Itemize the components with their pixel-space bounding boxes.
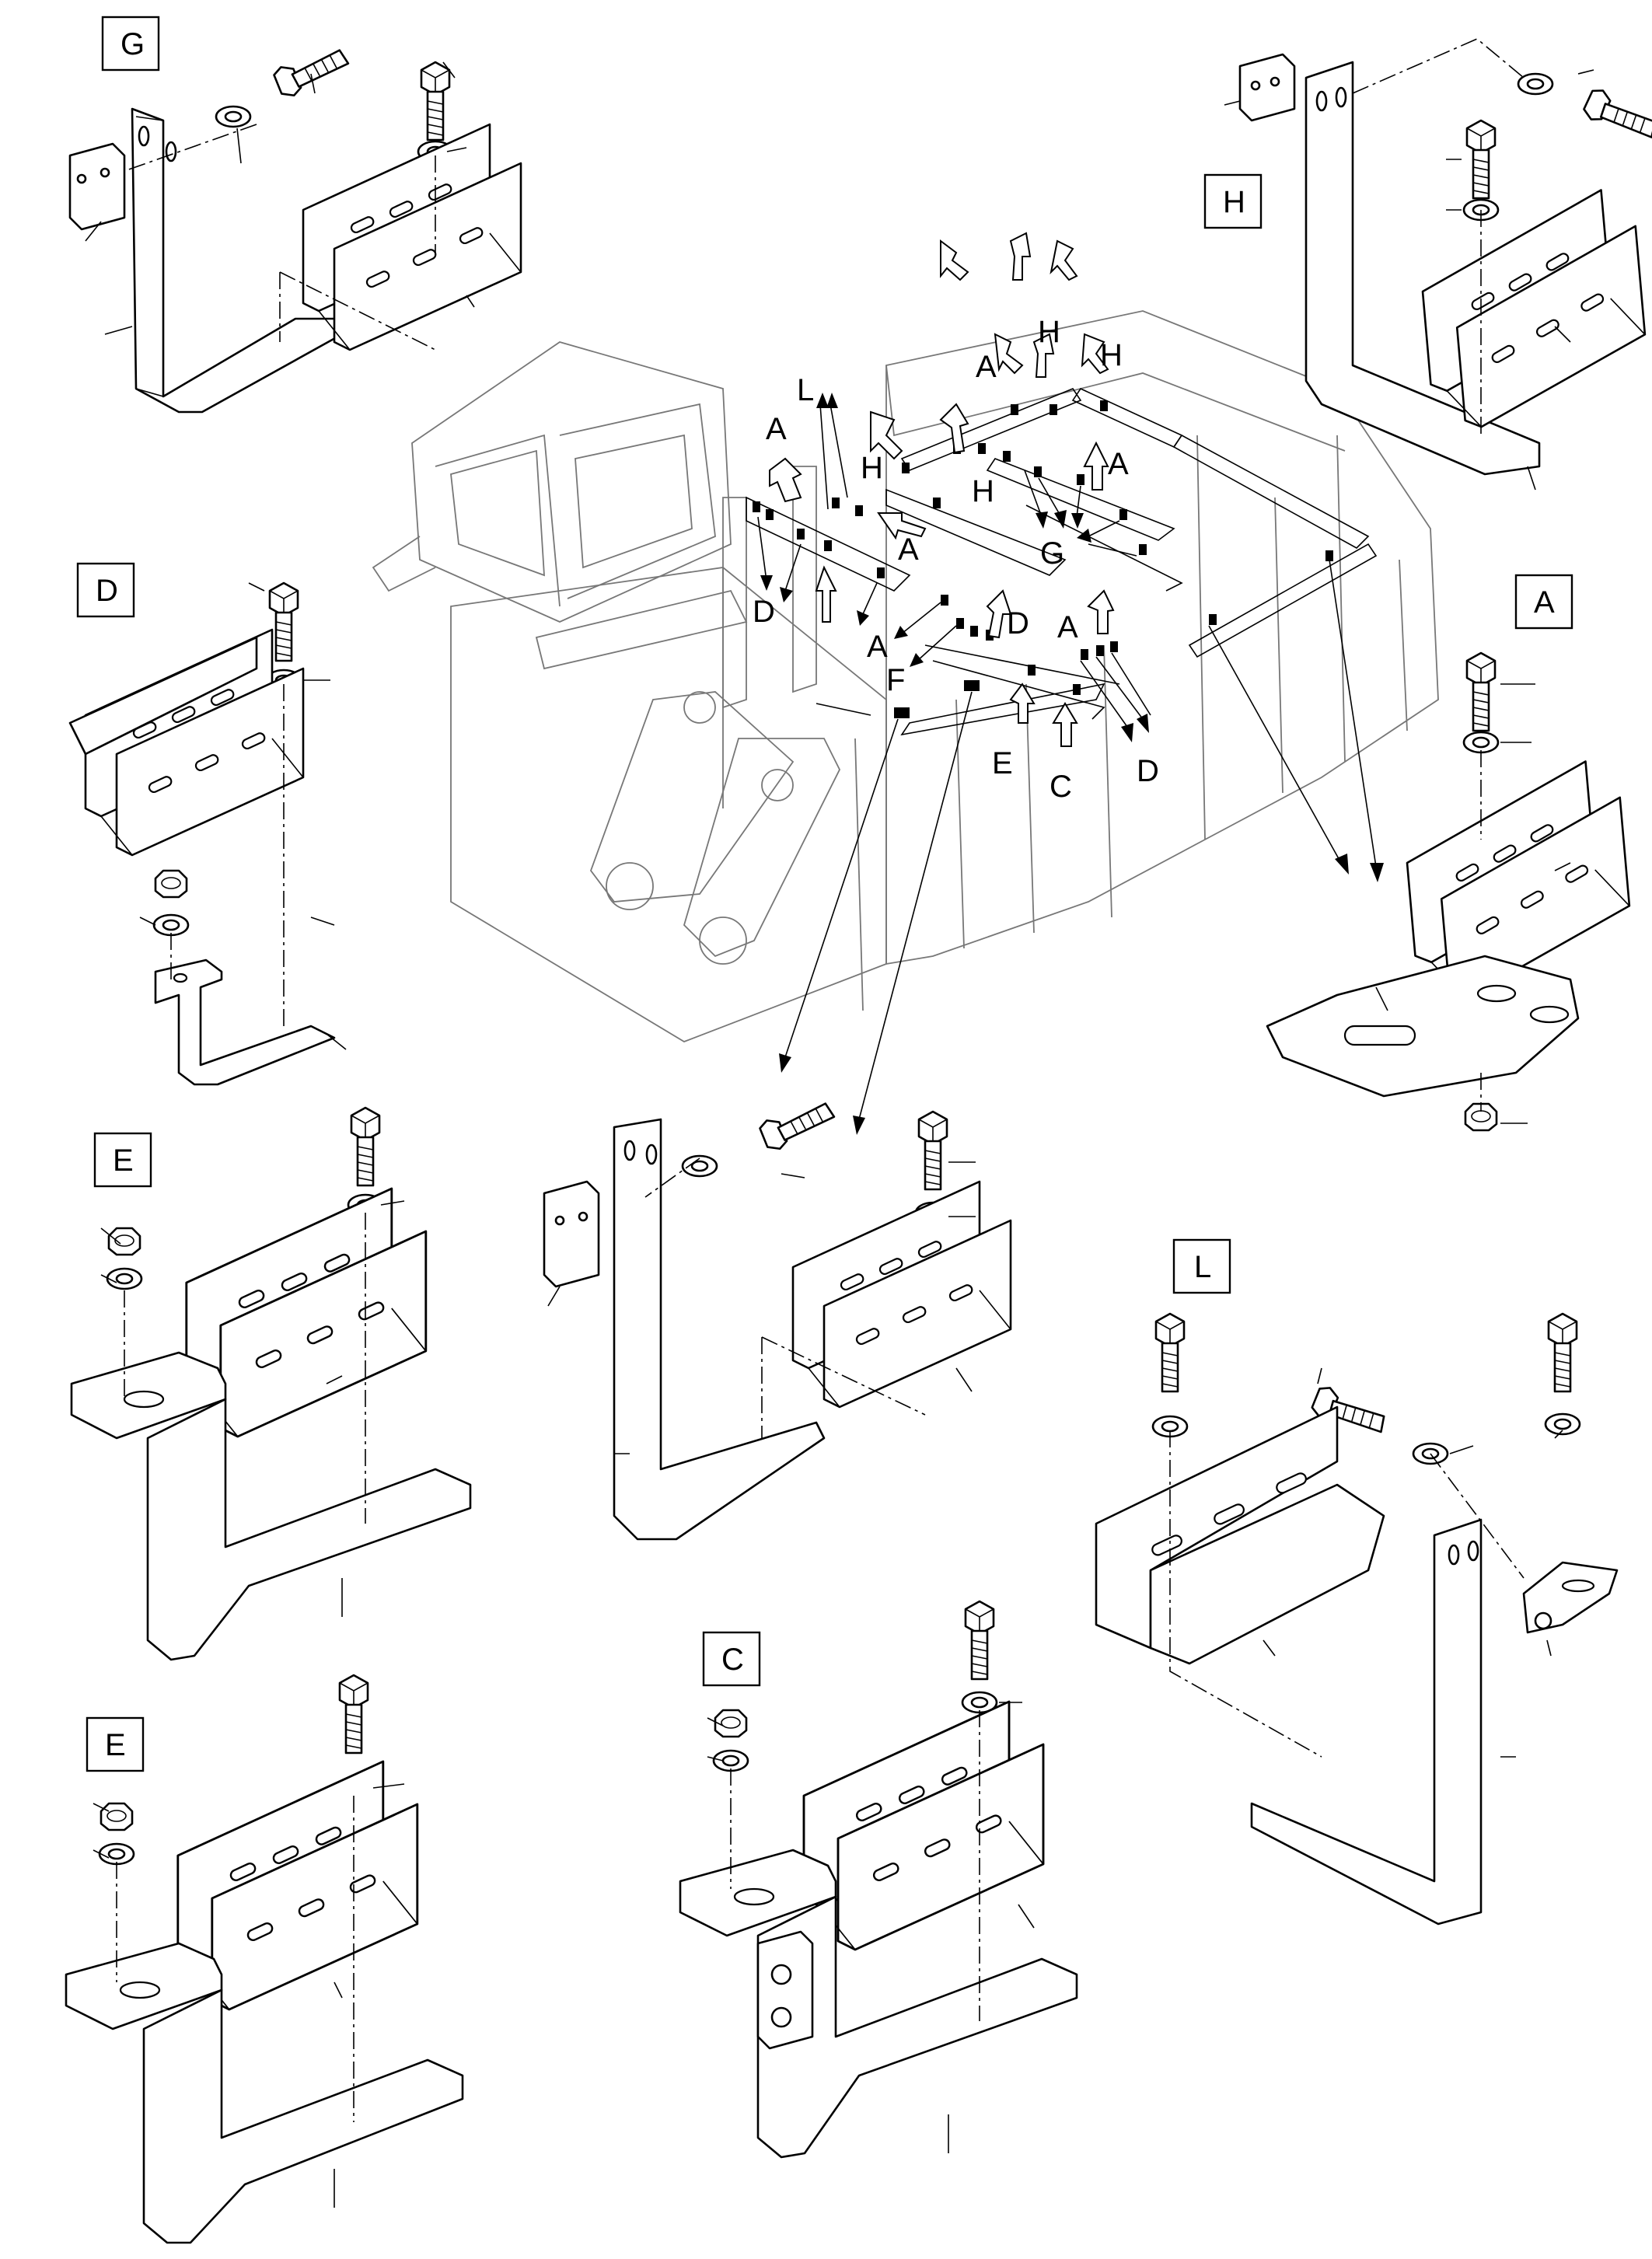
callout-l: L bbox=[1194, 1250, 1211, 1284]
callout-g: G bbox=[120, 27, 145, 61]
callout-c: C bbox=[721, 1643, 744, 1677]
detail-center-bracket bbox=[543, 1095, 1012, 1541]
detail-l: L bbox=[1095, 1238, 1619, 1926]
callout-e-upper: E bbox=[113, 1143, 134, 1178]
detail-e-upper: E bbox=[70, 1106, 472, 1661]
svg-text:H: H bbox=[1100, 338, 1123, 372]
callout-box-e-lower bbox=[86, 1716, 145, 1772]
svg-text:A: A bbox=[976, 350, 997, 384]
svg-text:A: A bbox=[898, 532, 919, 567]
svg-text:A: A bbox=[1108, 447, 1129, 481]
callout-box-a bbox=[1514, 574, 1573, 630]
callout-a: A bbox=[1534, 585, 1555, 620]
mount-marks bbox=[753, 400, 1333, 718]
cab bbox=[372, 341, 748, 670]
svg-text:H: H bbox=[861, 451, 883, 485]
svg-text:E: E bbox=[992, 746, 1013, 780]
machine-body: L A H A H H A H A G D A D A F E C D bbox=[372, 232, 1439, 1135]
svg-text:A: A bbox=[766, 412, 787, 446]
lift-arms bbox=[589, 466, 841, 965]
hollow-arrows bbox=[769, 232, 1115, 747]
callout-d: D bbox=[96, 574, 118, 608]
svg-text:H: H bbox=[972, 474, 994, 508]
svg-text:D: D bbox=[1137, 754, 1159, 788]
svg-text:G: G bbox=[1040, 536, 1064, 571]
detail-e-lower: E bbox=[65, 1674, 464, 2244]
callout-box-e-upper bbox=[93, 1132, 152, 1188]
detail-a: A bbox=[1266, 574, 1637, 1132]
svg-text:F: F bbox=[886, 663, 905, 697]
callout-box-d bbox=[76, 562, 135, 618]
pointer-arrows bbox=[757, 393, 1384, 1135]
callout-box-c bbox=[702, 1631, 761, 1687]
callout-box-h bbox=[1203, 173, 1263, 229]
machine-letter-labels: L A H A H H A H A G D A D A F E C D bbox=[753, 315, 1159, 804]
svg-text:L: L bbox=[797, 373, 814, 407]
svg-text:D: D bbox=[753, 595, 775, 629]
detail-g: G bbox=[68, 16, 522, 414]
svg-text:A: A bbox=[867, 630, 888, 664]
svg-text:C: C bbox=[1050, 770, 1072, 804]
detail-d: D bbox=[68, 562, 347, 1086]
callout-h: H bbox=[1223, 185, 1245, 219]
callout-box-g bbox=[101, 16, 160, 72]
svg-text:A: A bbox=[1057, 610, 1078, 644]
detail-c: C bbox=[679, 1600, 1078, 2159]
detail-h: H bbox=[1203, 38, 1652, 491]
svg-text:D: D bbox=[1007, 606, 1029, 641]
callout-box-l bbox=[1172, 1238, 1231, 1294]
callout-e-lower: E bbox=[105, 1728, 126, 1762]
svg-text:H: H bbox=[1038, 315, 1060, 349]
